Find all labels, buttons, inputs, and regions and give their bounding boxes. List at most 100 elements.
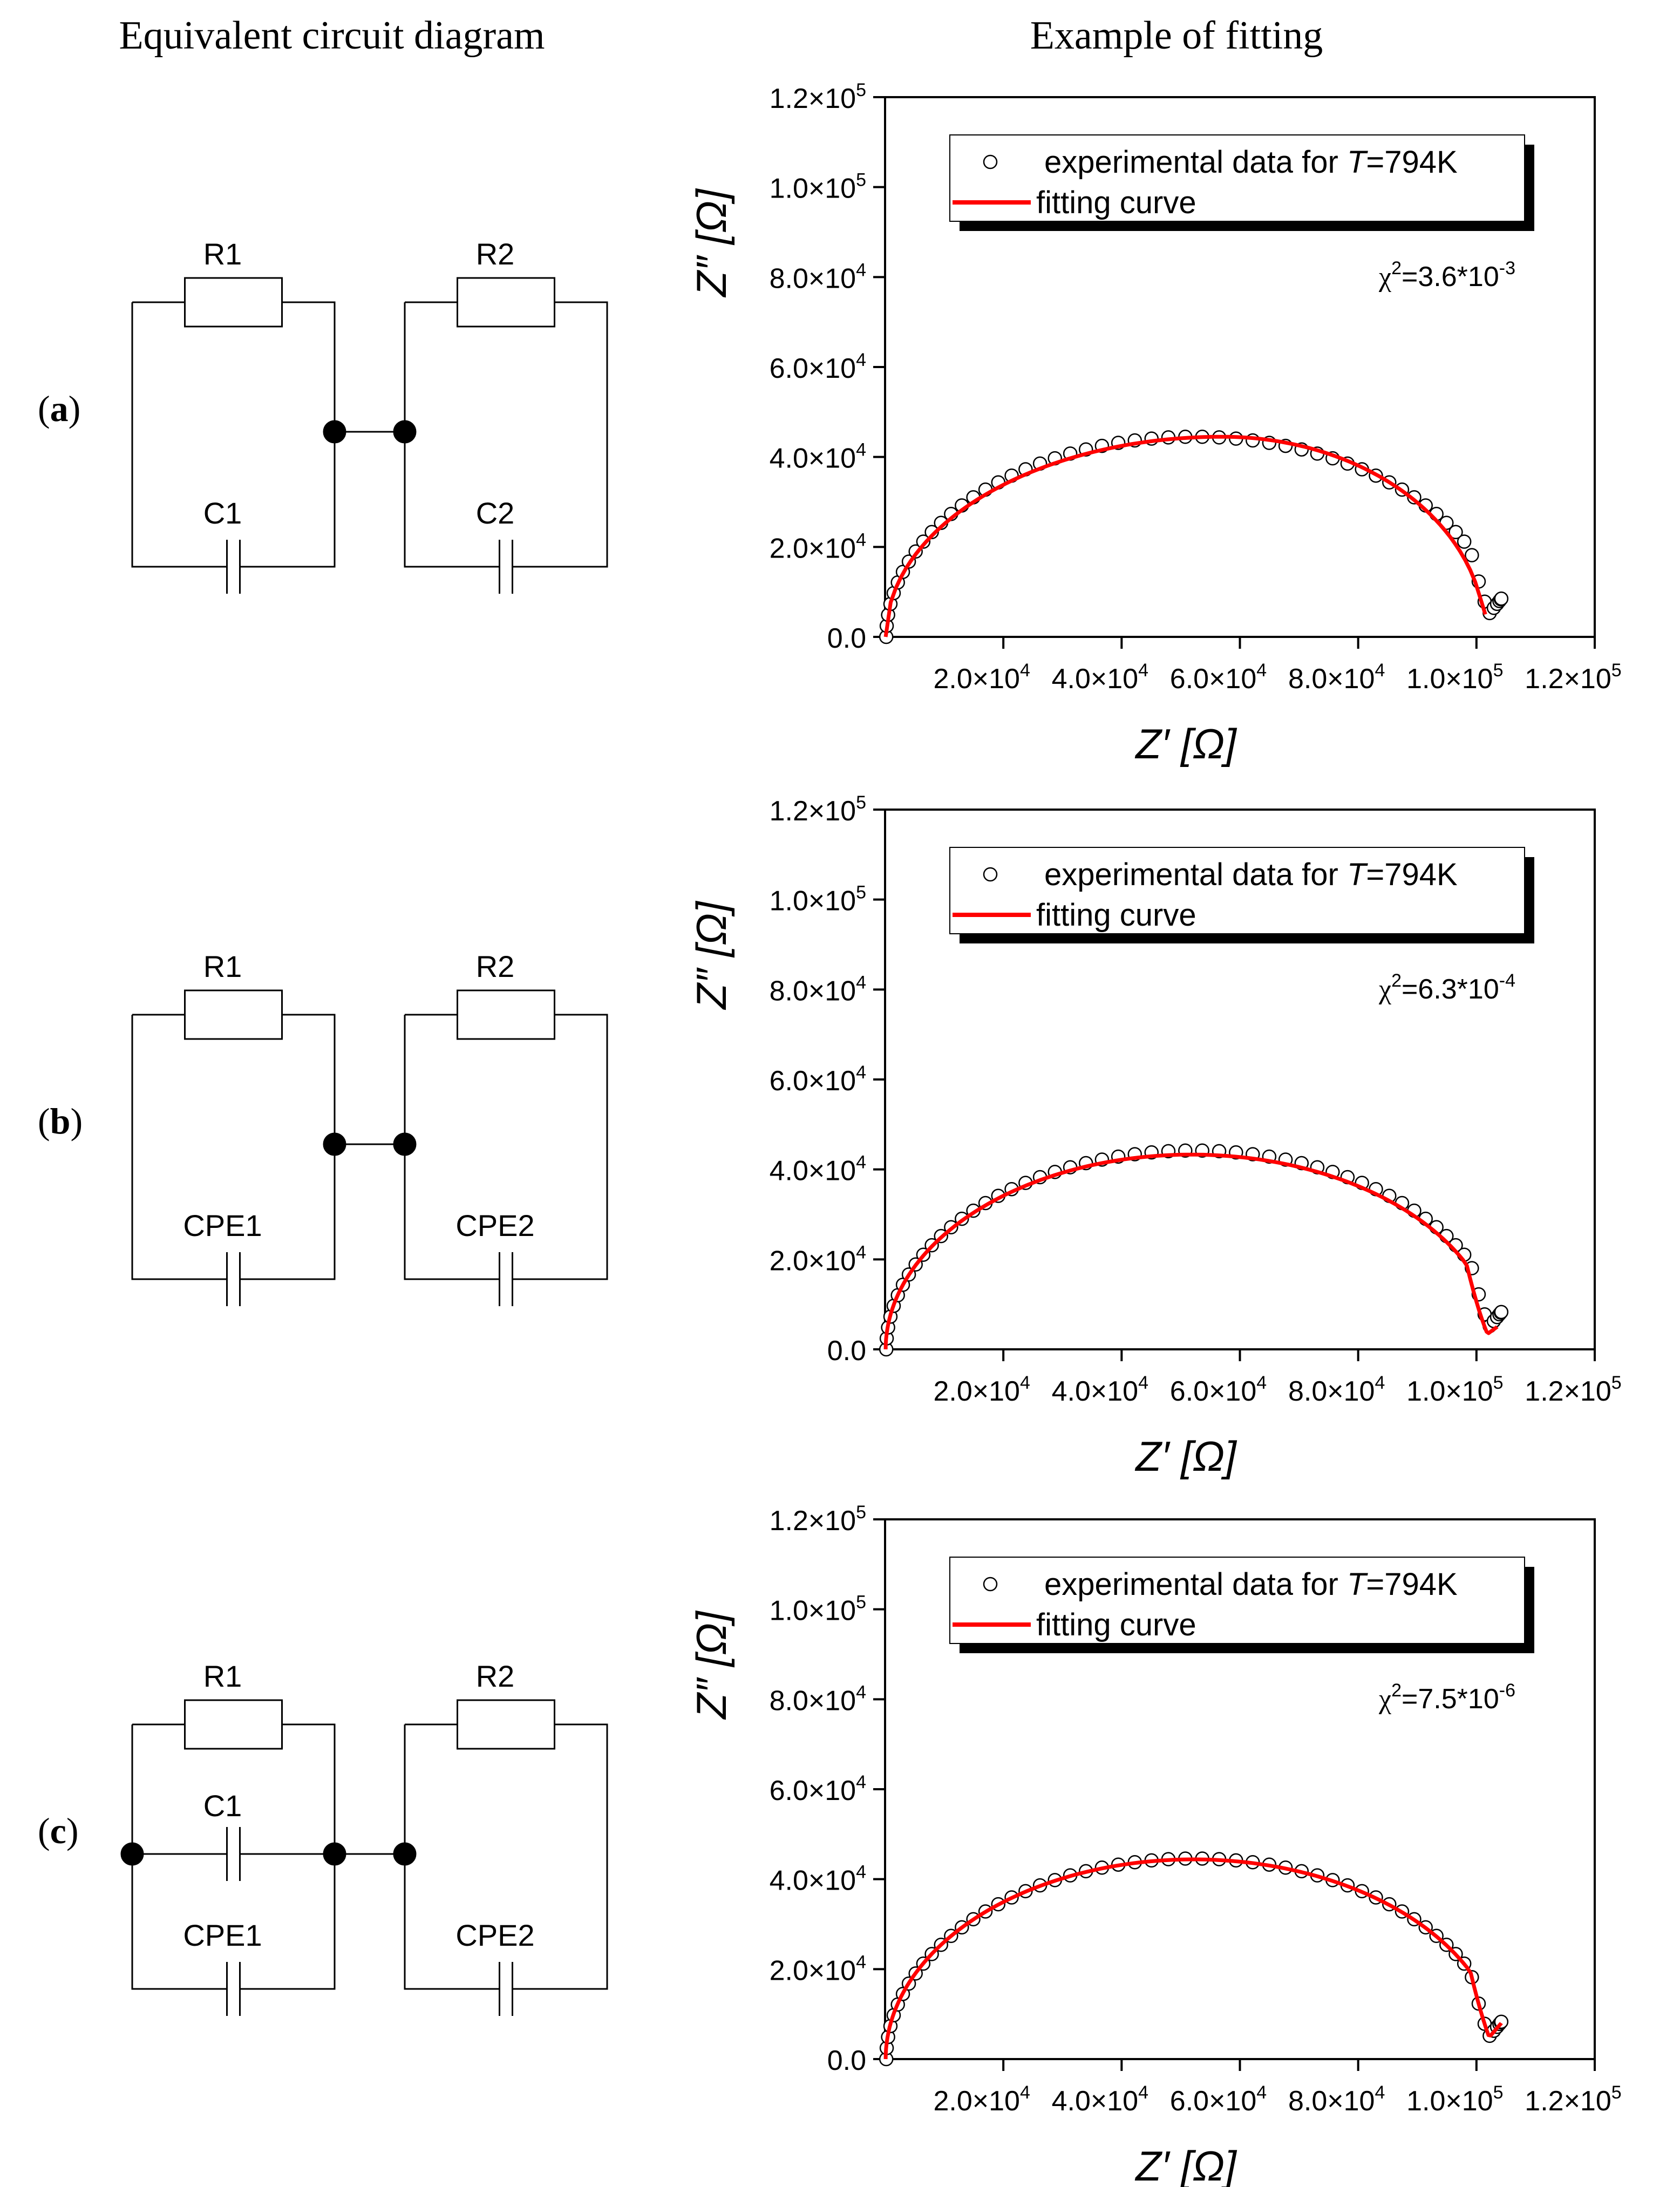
data-point xyxy=(924,525,939,540)
panel-label: (a) xyxy=(38,388,80,429)
legend-val: =794K xyxy=(1366,1567,1458,1602)
y-tick-mantissa: 8.0×10 xyxy=(770,1685,856,1716)
label-r2: R2 xyxy=(476,237,515,271)
label-c-left: CPE1 xyxy=(183,1918,262,1952)
y-tick-label: 0.0 xyxy=(827,2045,866,2076)
y-tick-exponent: 4 xyxy=(856,1682,866,1702)
junction-node-left xyxy=(323,1132,346,1156)
fit-curve-line xyxy=(883,434,1487,637)
y-tick-mantissa: 4.0×10 xyxy=(770,1865,856,1897)
x-tick-exponent: 5 xyxy=(1611,1373,1622,1393)
x-tick-exponent: 5 xyxy=(1611,2082,1622,2103)
y-tick-exponent: 5 xyxy=(856,1592,866,1613)
x-tick-label: 6.0×104 xyxy=(1170,2082,1267,2117)
x-tick-mantissa: 4.0×10 xyxy=(1052,1376,1139,1407)
y-tick-label: 0.0 xyxy=(827,623,866,654)
x-tick-mantissa: 8.0×10 xyxy=(1288,663,1375,695)
y-tick-exponent: 4 xyxy=(856,1862,866,1883)
y-tick-exponent: 5 xyxy=(856,170,866,191)
x-tick-exponent: 4 xyxy=(1020,1373,1030,1393)
label-c-left: CPE1 xyxy=(183,1208,262,1242)
label-r2: R2 xyxy=(476,1659,515,1693)
y-tick-exponent: 4 xyxy=(856,529,866,550)
data-point xyxy=(1457,534,1472,549)
y-tick-label: 1.0×105 xyxy=(770,1592,866,1627)
chi-sup: 2 xyxy=(1391,258,1402,279)
legend-box xyxy=(949,134,1525,222)
y-tick-exponent: 5 xyxy=(856,80,866,100)
x-tick-exponent: 4 xyxy=(1138,660,1148,681)
y-tick-exponent: 4 xyxy=(856,1152,866,1173)
x-axis-label: Z′ [Ω] xyxy=(1134,2142,1237,2187)
x-tick-mantissa: 8.0×10 xyxy=(1288,1376,1375,1407)
panel-label-open: ( xyxy=(38,1101,50,1142)
y-tick-mantissa: 2.0×10 xyxy=(770,1955,856,1986)
label-c-right: CPE2 xyxy=(455,1208,534,1242)
panel-label-letter: a xyxy=(50,388,69,429)
junction-node-left xyxy=(323,420,346,444)
x-tick-exponent: 4 xyxy=(1020,660,1030,681)
chi-symbol: χ xyxy=(1378,1684,1391,1715)
resistor-r2 xyxy=(457,989,555,1040)
chi-value: =6.3*10 xyxy=(1402,974,1499,1005)
chi-value: =7.5*10 xyxy=(1402,1683,1499,1715)
x-tick-exponent: 5 xyxy=(1493,1373,1504,1393)
y-tick-label: 8.0×104 xyxy=(770,260,866,294)
panel-label: (c) xyxy=(38,1810,79,1851)
junction-node-right xyxy=(393,1132,417,1156)
fit-curve-line xyxy=(883,1152,1499,1350)
data-point xyxy=(1494,1305,1509,1320)
data-point xyxy=(1494,591,1509,606)
legend-text: experimental data for xyxy=(1044,1567,1347,1602)
panel-label-close: ) xyxy=(66,1810,79,1851)
y-tick-label: 6.0×104 xyxy=(770,1772,866,1806)
y-tick-exponent: 4 xyxy=(856,1952,866,1972)
y-tick-label: 2.0×104 xyxy=(770,529,866,564)
x-tick-label: 6.0×104 xyxy=(1170,660,1267,695)
x-axis-label: Z′ [Ω] xyxy=(1134,720,1237,768)
y-tick-exponent: 5 xyxy=(856,882,866,903)
chi-sup: 2 xyxy=(1391,1680,1402,1701)
legend-var: T xyxy=(1347,857,1368,892)
x-tick-exponent: 4 xyxy=(1375,1373,1385,1393)
x-tick-exponent: 5 xyxy=(1493,2082,1504,2103)
x-tick-label: 2.0×104 xyxy=(933,1373,1030,1407)
y-tick-mantissa: 0.0 xyxy=(827,2045,866,2076)
y-tick-exponent: 4 xyxy=(856,1062,866,1083)
x-tick-mantissa: 2.0×10 xyxy=(933,2086,1020,2117)
y-tick-label: 1.2×105 xyxy=(770,792,866,827)
x-tick-exponent: 5 xyxy=(1611,660,1622,681)
y-tick-mantissa: 1.0×10 xyxy=(770,1595,856,1627)
fit-curve-line xyxy=(883,1857,1504,2060)
x-tick-label: 4.0×104 xyxy=(1052,2082,1148,2117)
y-tick-mantissa: 6.0×10 xyxy=(770,353,856,384)
y-tick-label: 4.0×104 xyxy=(770,1152,866,1187)
resistor-r1 xyxy=(184,277,283,328)
y-tick-mantissa: 2.0×10 xyxy=(770,533,856,564)
chi-square-annotation: χ2=7.5*10-6 xyxy=(1378,1680,1515,1715)
label-c-mid: C1 xyxy=(203,1789,242,1823)
x-tick-label: 4.0×104 xyxy=(1052,1373,1148,1407)
x-tick-label: 8.0×104 xyxy=(1288,1373,1385,1407)
y-tick-label: 8.0×104 xyxy=(770,1682,866,1716)
resistor-r2 xyxy=(457,1699,555,1750)
y-tick-label: 0.0 xyxy=(827,1335,866,1367)
chi-square-annotation: χ2=3.6*10-3 xyxy=(1378,258,1515,293)
legend-label-fit: fitting curve xyxy=(1036,1607,1196,1642)
x-tick-label: 8.0×104 xyxy=(1288,2082,1385,2117)
circuit-diagram xyxy=(120,1699,608,2016)
chi-value: =3.6*10 xyxy=(1402,261,1499,293)
y-tick-exponent: 4 xyxy=(856,972,866,993)
label-r1: R1 xyxy=(203,237,242,271)
y-tick-mantissa: 1.0×10 xyxy=(770,886,856,917)
legend-val: =794K xyxy=(1366,857,1458,892)
x-tick-mantissa: 1.2×10 xyxy=(1525,1376,1611,1407)
x-tick-mantissa: 1.2×10 xyxy=(1525,663,1611,695)
data-point xyxy=(916,534,931,549)
x-tick-label: 1.2×105 xyxy=(1525,2082,1621,2117)
y-axis-label: Z″ [Ω] xyxy=(688,1610,735,1720)
x-tick-mantissa: 6.0×10 xyxy=(1170,1376,1257,1407)
